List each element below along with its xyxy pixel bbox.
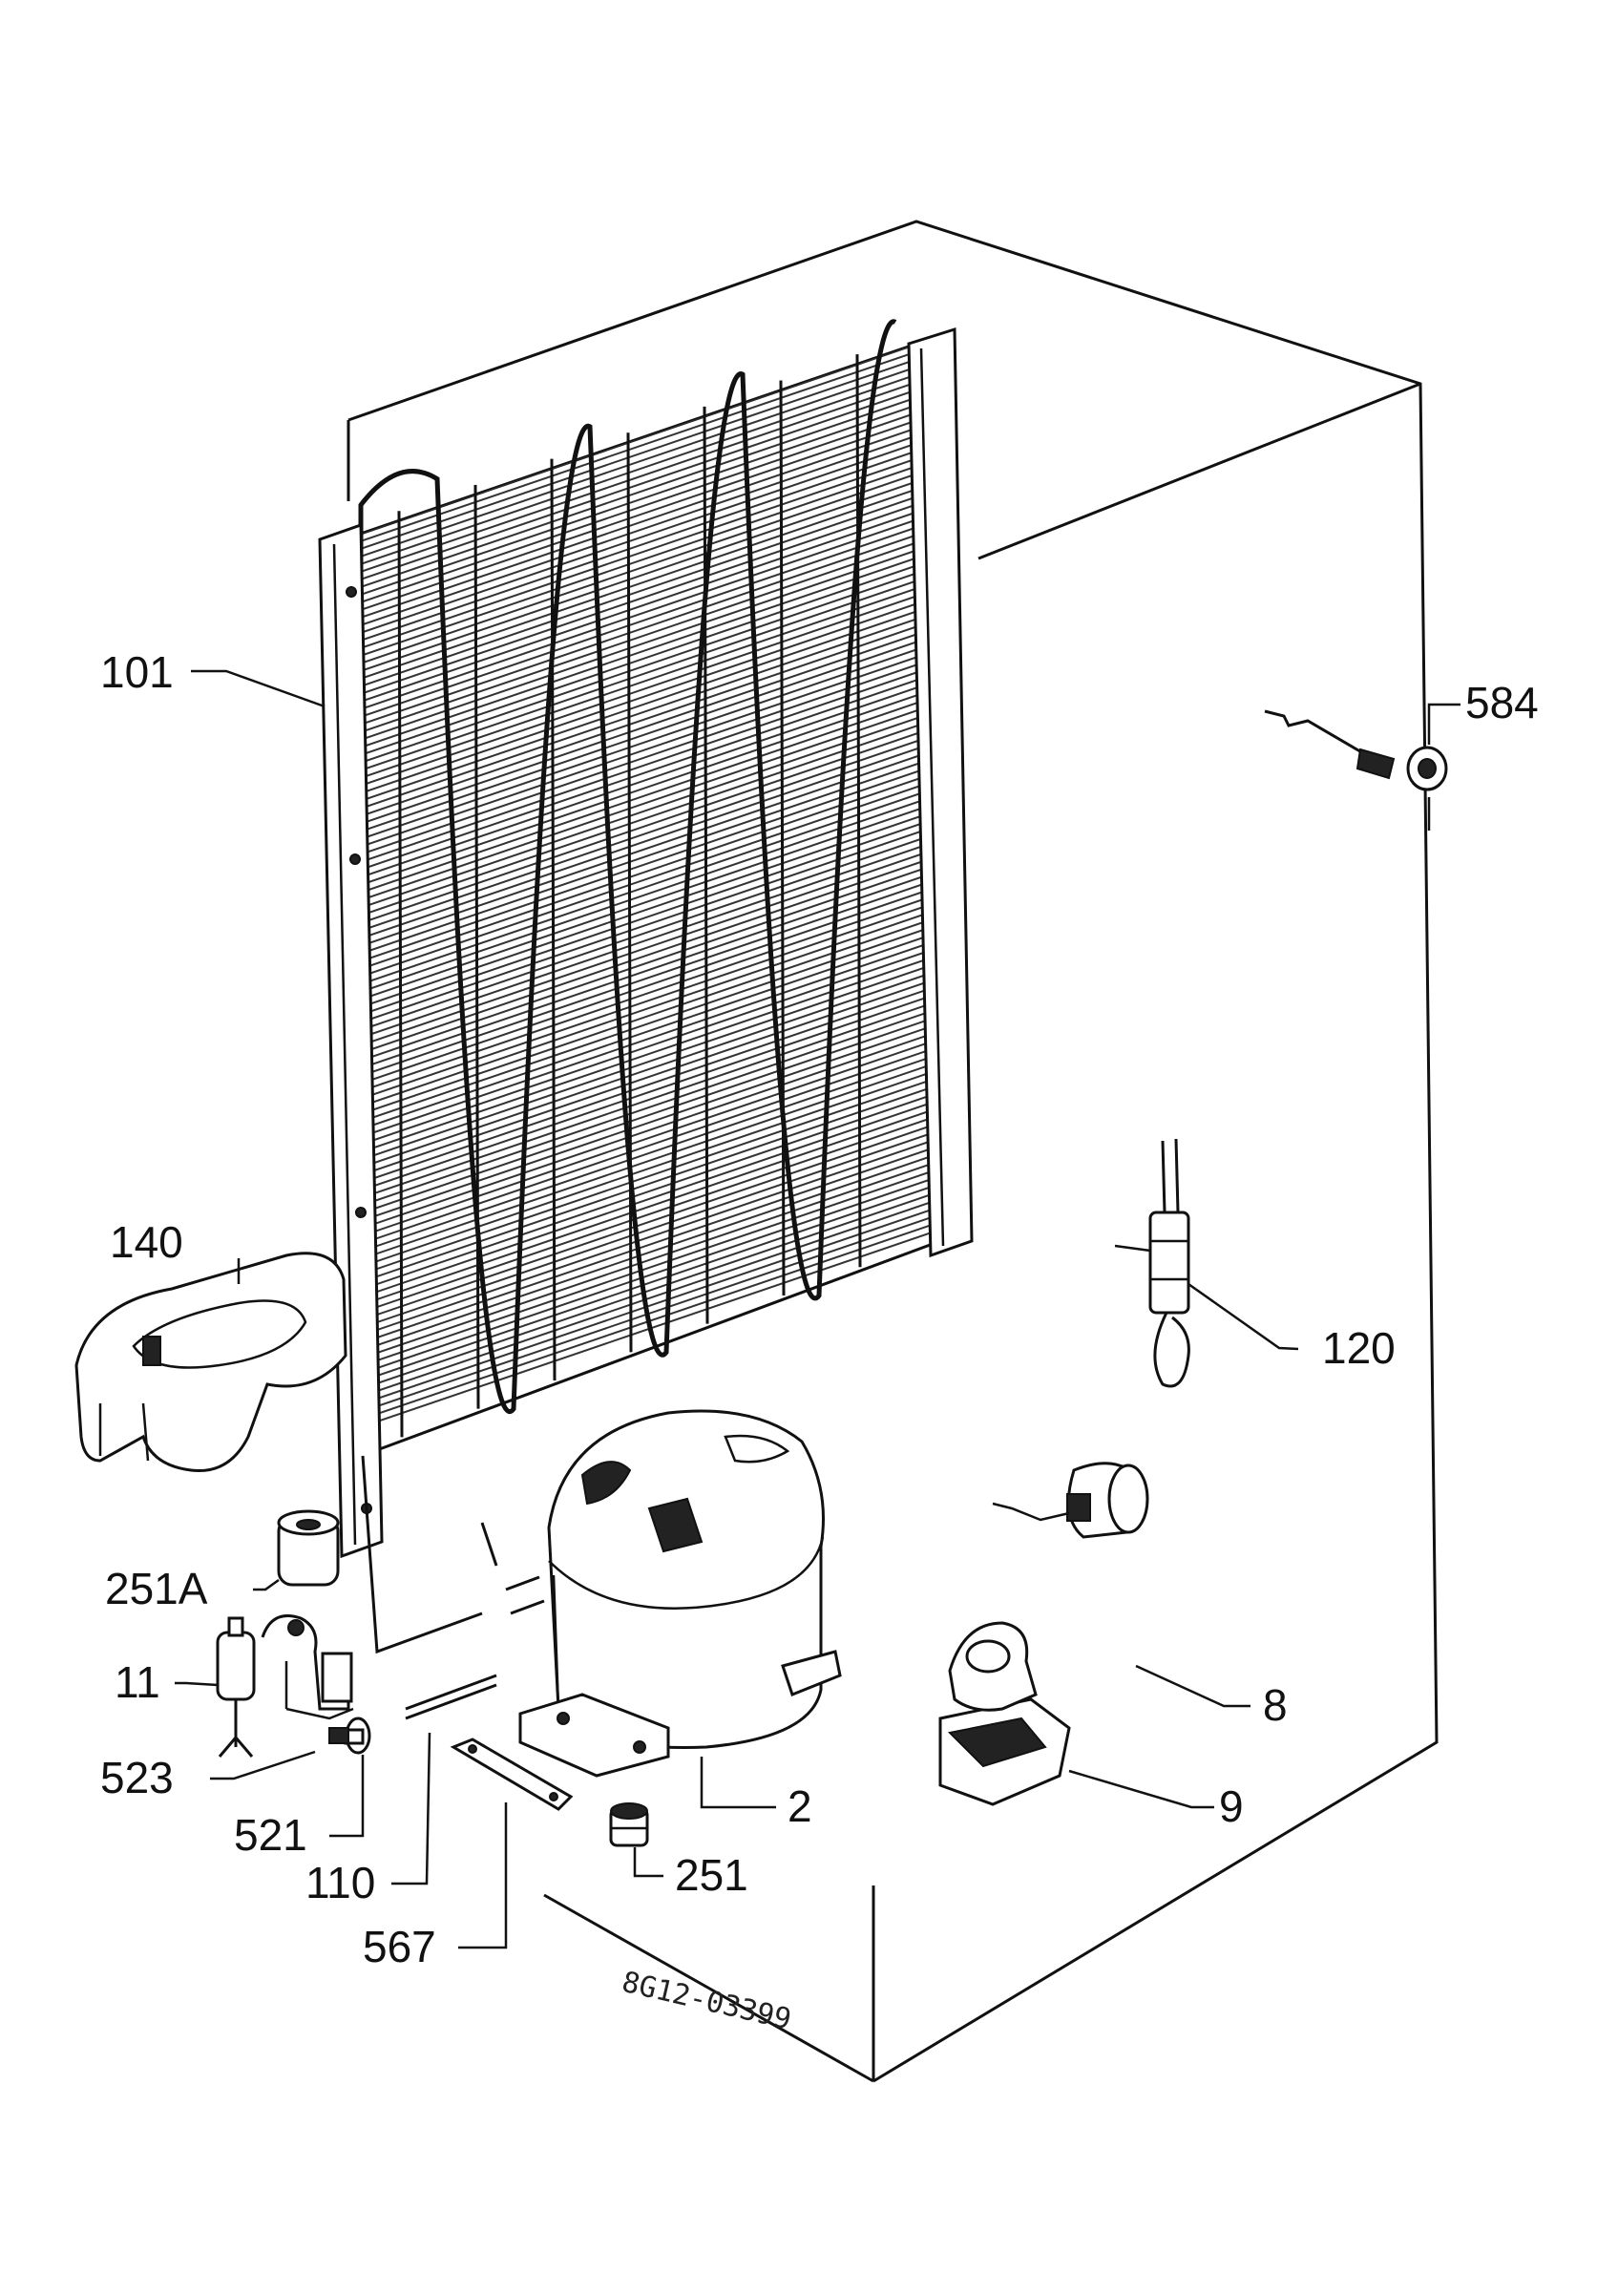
callout-567: 567 xyxy=(363,1922,436,1971)
callout-251a: 251A xyxy=(105,1564,208,1613)
filter-drier xyxy=(216,1616,256,1758)
callout-110: 110 xyxy=(305,1858,375,1907)
grommet-251 xyxy=(609,1802,649,1847)
terminal-cover xyxy=(938,1621,1071,1806)
leader-lines xyxy=(175,669,1460,1949)
grommet-251a xyxy=(277,1509,340,1587)
start-relay xyxy=(992,1462,1149,1539)
drain-tray xyxy=(74,1252,347,1473)
callout-523: 523 xyxy=(100,1753,174,1802)
drawing-code: 8G12-03399 xyxy=(619,1966,794,2037)
callout-101: 101 xyxy=(100,647,174,697)
mounting-strap xyxy=(450,1738,574,1811)
callout-8: 8 xyxy=(1263,1680,1288,1730)
callout-120: 120 xyxy=(1322,1323,1396,1373)
callout-521: 521 xyxy=(234,1810,307,1860)
callout-584: 584 xyxy=(1465,678,1539,727)
compressor xyxy=(505,1409,842,1778)
callout-140: 140 xyxy=(110,1217,183,1267)
relay-bracket xyxy=(261,1614,354,1720)
callout-9: 9 xyxy=(1219,1781,1244,1831)
callout-251: 251 xyxy=(675,1850,748,1900)
connecting-tubes xyxy=(361,1455,498,1720)
thermostat-sensor xyxy=(1264,709,1448,791)
callout-11: 11 xyxy=(115,1657,160,1707)
condenser xyxy=(318,319,974,1559)
callout-2: 2 xyxy=(788,1781,812,1831)
screw xyxy=(328,1717,371,1755)
cabinet-outline xyxy=(347,220,1439,2083)
overload-protector xyxy=(1114,1138,1190,1388)
